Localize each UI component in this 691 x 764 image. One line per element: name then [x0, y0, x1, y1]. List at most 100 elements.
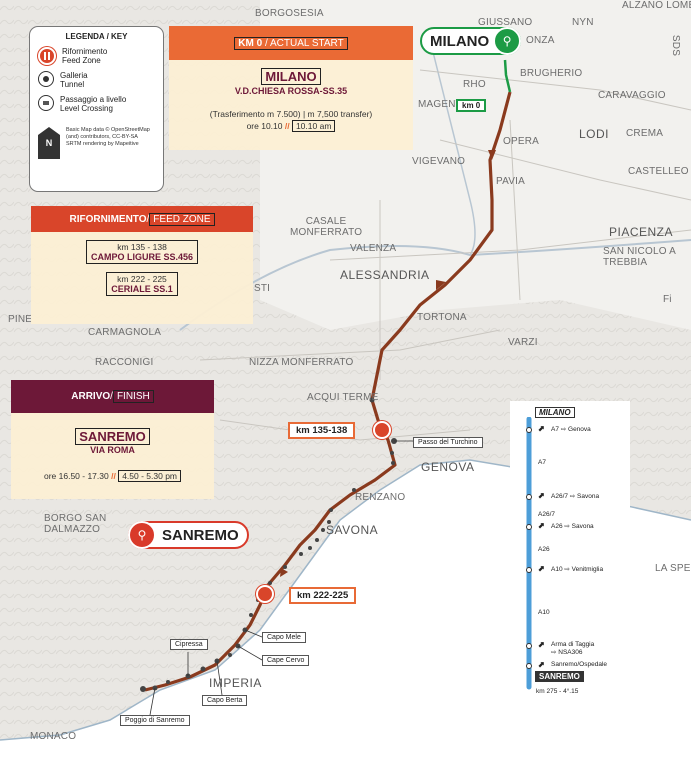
town-la-spezia: LA SPE [655, 563, 691, 574]
finish-header-en: FINISH [112, 390, 154, 403]
town-nizza: NIZZA MONFERRATO [249, 357, 354, 368]
town-carmagnola: CARMAGNOLA [88, 327, 162, 338]
town-monza: ONZA [526, 35, 555, 46]
town-vigevano: VIGEVANO [412, 156, 466, 167]
start-header-it: KM 0 [238, 37, 263, 49]
feed-zone-marker-1: km 135-138 [288, 422, 356, 439]
feed-zone-1: km 135 - 138 CAMPO LIGURE SS.456 [85, 240, 199, 264]
town-asti: STI [254, 283, 271, 294]
profile-junction-dot [526, 663, 532, 669]
motorway-exit-icon: ⬈ [538, 491, 545, 500]
town-borgosesia: BORGOSESIA [255, 8, 324, 19]
profile-junction: Sanremo/Ospedale [551, 661, 608, 668]
town-genova: GENOVA [421, 460, 475, 474]
finish-city: SANREMO [75, 428, 150, 445]
level-crossing-icon [38, 95, 54, 111]
town-savona: SAVONA [326, 523, 379, 537]
legend-level-crossing-label: Passaggio a livello Level Crossing [60, 95, 127, 113]
town-fi: Fi [663, 294, 672, 305]
town-piacenza: PIACENZA [609, 225, 674, 239]
profile-road-segment: A26 [538, 546, 550, 553]
label-cape-cervo: Cape Cervo [262, 655, 310, 666]
milano-badge-label: MILANO [430, 32, 490, 50]
leader-lines [149, 440, 413, 716]
town-caravaggio: CARAVAGGIO [598, 90, 666, 101]
feed-zone-marker-1-icon [373, 421, 391, 439]
road-network [199, 69, 691, 441]
start-header-box: KM 0 / ACTUAL START [234, 36, 348, 50]
legend-level-crossing: Passaggio a livello Level Crossing [38, 95, 155, 113]
profile-end: SANREMO [535, 671, 584, 682]
town-monaco: MONACO [30, 731, 77, 742]
profile-junction: Arma di Taggia ⇨ NSA306 [551, 641, 595, 656]
start-header-sep: / [262, 37, 270, 49]
profile-junction: A10 ⇨ Venitmiglia [551, 566, 604, 573]
profile-line [526, 417, 532, 690]
motorway-exit-icon: ⬈ [538, 660, 545, 669]
sanremo-badge: ⚲ SANREMO [128, 521, 249, 549]
profile-junction: A26 ⇨ Savona [551, 523, 594, 530]
feed-zone-2: km 222 - 225 CERIALE SS.1 [106, 272, 178, 296]
town-pavia: PAVIA [496, 176, 525, 187]
start-transfer: (Trasferimento m 7.500) | m 7,500 transf… [209, 109, 373, 119]
km0-marker-label: km 0 [462, 101, 481, 110]
feed-header-sep: / [146, 213, 150, 225]
label-cipressa: Cipressa [170, 639, 208, 650]
label-capo-berta: Capo Berta [202, 695, 248, 706]
town-magenta: MAGENTA [418, 99, 469, 110]
town-arenzano: RENZANO [355, 492, 406, 503]
town-borgo: BORGO SAN DALMAZZO [44, 513, 107, 535]
legend-tunnel-label: Galleria Tunnel [60, 71, 88, 89]
finish-header-sep: / [110, 391, 113, 402]
finish-time-it: ore 16.50 - 17.30 [43, 471, 109, 481]
motorway-exit-icon: ⬈ [538, 564, 545, 573]
finish-time-en: 4.50 - 5.30 pm [118, 470, 181, 482]
transfer-route [503, 59, 512, 93]
town-alzano: ALZANO LOMBAR [622, 0, 691, 11]
profile-junction-dot [526, 643, 532, 649]
km0-marker: km 0 [456, 99, 487, 112]
sanremo-badge-label: SANREMO [162, 526, 239, 544]
start-header: KM 0 / ACTUAL START [169, 26, 413, 60]
town-imperia: IMPERIA [209, 676, 262, 690]
ticino-river [429, 39, 476, 256]
profile-junction-dot [526, 524, 532, 530]
profile-road-segment: A10 [538, 609, 550, 616]
feed-zone-2-km: km 222 - 225 [117, 274, 167, 284]
start-time-it: ore 10.10 [246, 121, 283, 131]
feed-panel: km 135 - 138 CAMPO LIGURE SS.456 km 222 … [31, 232, 253, 324]
profile-junction: A7 ⇨ Genova [551, 426, 591, 433]
town-brugherio: BRUGHERIO [520, 68, 583, 79]
finish-header: ARRIVO / FINISH [11, 380, 214, 413]
town-opera: OPERA [503, 136, 540, 147]
town-valenza: VALENZA [350, 243, 397, 254]
town-lodi: LODI [579, 127, 610, 141]
feed-zone-icon [38, 47, 56, 65]
profile-total: km 275 - 4°.15 [536, 688, 579, 695]
legend-feed-zone-label: Rifornimento Feed Zone [62, 47, 108, 65]
milano-badge: MILANO ⚲ [420, 27, 522, 55]
town-nyn: NYN [572, 17, 594, 28]
town-tortona: TORTONA [417, 312, 467, 323]
profile-junction-dot [526, 494, 532, 500]
start-bike-icon: ⚲ [493, 27, 522, 55]
town-racconigi: RACCONIGI [95, 357, 154, 368]
label-capo-mele: Capo Mele [262, 632, 306, 643]
feed-header: RIFORNIMENTO / FEED ZONE [31, 206, 253, 232]
town-alessandria: ALESSANDRIA [340, 268, 430, 282]
po-river [179, 239, 691, 331]
feed-zone-marker-2-icon [256, 585, 274, 603]
motorway-exit-icon: ⬈ [538, 640, 545, 649]
finish-time-sep: // [108, 471, 119, 481]
label-poggio: Poggio di Sanremo [120, 715, 190, 726]
town-acqui: ACQUI TERME [307, 392, 379, 403]
start-time-sep: // [282, 121, 292, 131]
town-san-nicolo: SAN NICOLO A TREBBIA [603, 246, 676, 268]
legend-title: LEGENDA / KEY [65, 32, 128, 41]
town-giussano: GIUSSANO [478, 17, 533, 28]
profile-start: MILANO [535, 407, 575, 418]
feed-zone-marker-2-label: km 222-225 [297, 590, 349, 601]
profile-junction-dot [526, 427, 532, 433]
start-panel: MILANO V.D.CHIESA ROSSA-SS.35 (Trasferim… [169, 60, 413, 150]
